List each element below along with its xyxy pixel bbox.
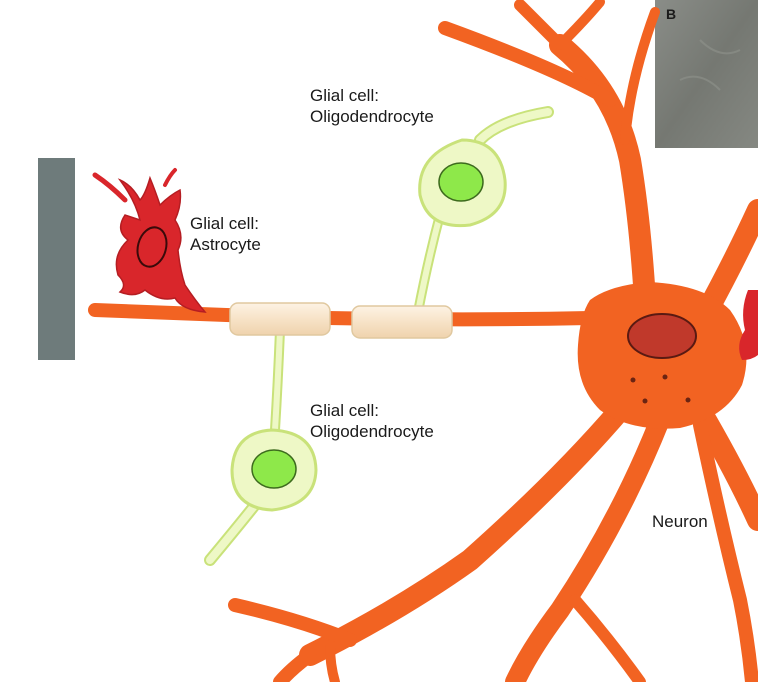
label-line: Oligodendrocyte <box>310 107 434 126</box>
astrocyte-fragment-right <box>739 290 758 360</box>
panel-letter: B <box>666 6 677 22</box>
myelin-sheath-1 <box>229 302 331 336</box>
label-oligodendrocyte-bottom: Glial cell: Oligodendrocyte <box>310 400 434 442</box>
oligodendrocyte-top <box>413 106 554 313</box>
micrograph-panel <box>655 0 758 148</box>
label-line: Glial cell: <box>310 401 379 420</box>
label-oligodendrocyte-top: Glial cell: Oligodendrocyte <box>310 85 434 127</box>
oligodendrocyte-bottom <box>204 329 318 566</box>
left-side-panel <box>38 158 75 360</box>
label-neuron: Neuron <box>652 512 708 531</box>
neuron-nucleus <box>627 313 697 359</box>
label-line: Glial cell: <box>310 86 379 105</box>
myelin-sheath-2 <box>351 305 453 339</box>
axon <box>88 303 597 327</box>
label-line: Oligodendrocyte <box>310 422 434 441</box>
astrocyte <box>92 168 207 313</box>
label-astrocyte: Glial cell: Astrocyte <box>190 213 261 255</box>
label-line: Glial cell: <box>190 214 259 233</box>
neuron-granules <box>630 374 691 404</box>
micrograph-texture <box>679 39 741 91</box>
label-line: Astrocyte <box>190 235 261 254</box>
neuron-dendrites <box>228 0 758 682</box>
